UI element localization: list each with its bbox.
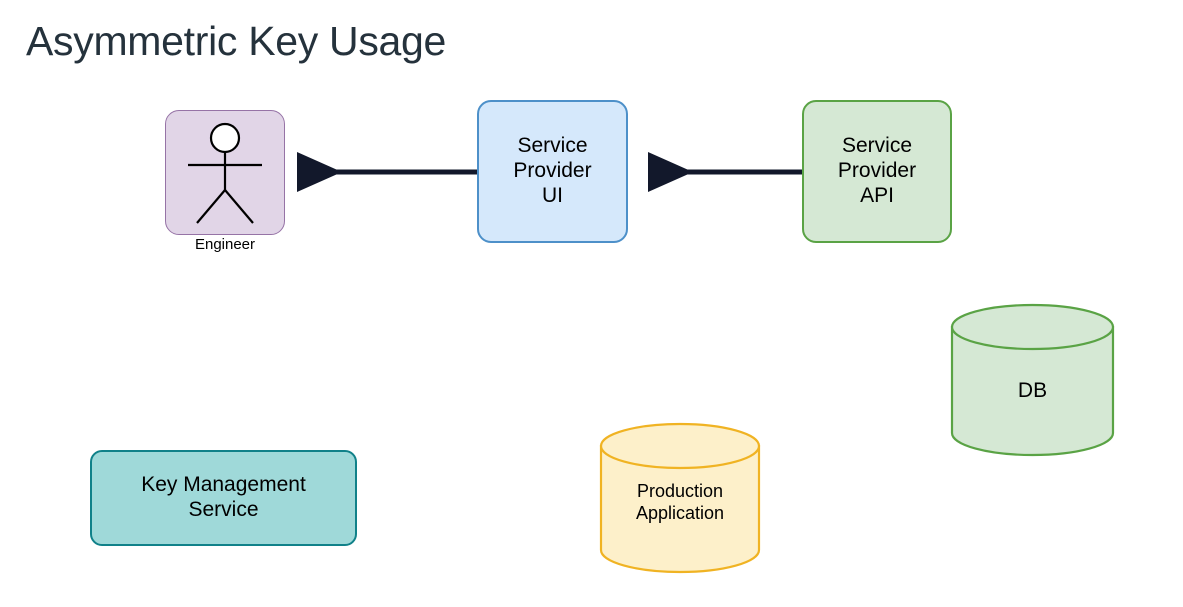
node-service-provider-ui-label: Service Provider UI (513, 134, 592, 207)
node-service-provider-api[interactable]: Service Provider API (802, 100, 952, 243)
node-production-application[interactable] (599, 422, 761, 574)
node-key-management-service[interactable]: Key Management Service (90, 450, 357, 546)
node-db[interactable] (950, 303, 1115, 457)
page-title: Asymmetric Key Usage (26, 18, 447, 64)
node-service-provider-ui[interactable]: Service Provider UI (477, 100, 628, 243)
node-engineer[interactable] (165, 110, 285, 235)
node-engineer-label: Engineer (194, 236, 256, 253)
node-key-management-service-label: Key Management Service (141, 473, 306, 521)
node-service-provider-api-label: Service Provider API (837, 134, 917, 207)
